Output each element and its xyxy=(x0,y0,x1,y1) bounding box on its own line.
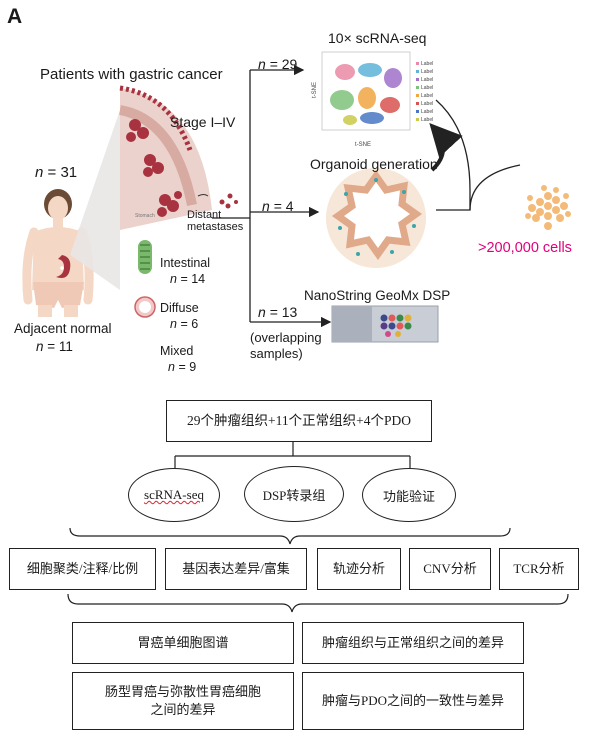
flow-connectors xyxy=(67,442,569,613)
diffuse-icon xyxy=(134,296,156,318)
tsne-legend-label: Label xyxy=(421,109,433,115)
analysis-tcr: TCR分析 xyxy=(499,548,579,590)
study-schematic: Stomach t-SNE t-SNE xyxy=(22,51,571,343)
result-subtype: 肠型胃癌与弥散性胃癌细胞 之间的差异 xyxy=(72,672,294,730)
analysis-cnv: CNV分析 xyxy=(409,548,491,590)
intestinal-icon xyxy=(138,240,152,274)
tsne-legend-label: Label xyxy=(421,61,433,67)
method-dsp: DSP转录组 xyxy=(244,466,344,522)
result-tumor-normal: 肿瘤组织与正常组织之间的差异 xyxy=(302,622,524,664)
tsne-y-label: t-SNE xyxy=(312,82,318,98)
geomx-title: NanoString GeoMx DSP xyxy=(304,288,451,303)
branch3-n: n = 13 xyxy=(258,304,298,320)
panel-letter: A xyxy=(7,5,23,28)
scrna-title: 10× scRNA-seq xyxy=(328,30,427,46)
tsne-legend-label: Label xyxy=(421,77,433,83)
organoid-title: Organoid generation xyxy=(310,156,438,172)
tsne-plot: t-SNE t-SNE xyxy=(312,51,419,148)
stomach-tissue: Stomach xyxy=(118,85,238,230)
geomx-slide xyxy=(331,305,439,343)
summary-box: 29个肿瘤组织+11个正常组织+4个PDO xyxy=(166,400,432,442)
adjacent-normal-label: Adjacent normal n = 11 xyxy=(14,321,112,354)
diffuse-label: Diffuse n = 6 xyxy=(160,301,199,332)
branch2-n: n = 4 xyxy=(262,198,294,214)
tsne-legend-label: Label xyxy=(421,85,433,91)
tsne-x-label: t-SNE xyxy=(355,142,371,148)
cells-cluster xyxy=(525,185,571,230)
method-validation: 功能验证 xyxy=(362,468,456,522)
cells-count: >200,000 cells xyxy=(478,240,572,256)
organoid-image xyxy=(326,168,426,268)
result-tumor-pdo: 肿瘤与PDO之间的一致性与差异 xyxy=(302,672,524,730)
mixed-label: Mixed n = 9 xyxy=(160,344,197,375)
analysis-clustering: 细胞聚类/注释/比例 xyxy=(9,548,156,590)
analysis-deg: 基因表达差异/富集 xyxy=(165,548,307,590)
stage-label: Stage I–IV xyxy=(170,114,236,130)
method-scrna: scRNA-seq xyxy=(128,468,220,522)
intestinal-label: Intestinal n = 14 xyxy=(160,256,211,287)
result-atlas: 胃癌单细胞图谱 xyxy=(72,622,294,664)
tissue-tag: Stomach xyxy=(135,213,155,219)
patient-total: n = 31 xyxy=(35,164,78,181)
tsne-legend-label: Label xyxy=(421,93,433,99)
patients-title: Patients with gastric cancer xyxy=(40,66,223,83)
patient-figure xyxy=(22,189,94,317)
tsne-legend-label: Label xyxy=(421,117,433,123)
tsne-legend-label: Label xyxy=(421,69,433,75)
branch1-n: n = 29 xyxy=(258,56,298,72)
analysis-trajectory: 轨迹分析 xyxy=(317,548,401,590)
tsne-legend-label: Label xyxy=(421,101,433,107)
